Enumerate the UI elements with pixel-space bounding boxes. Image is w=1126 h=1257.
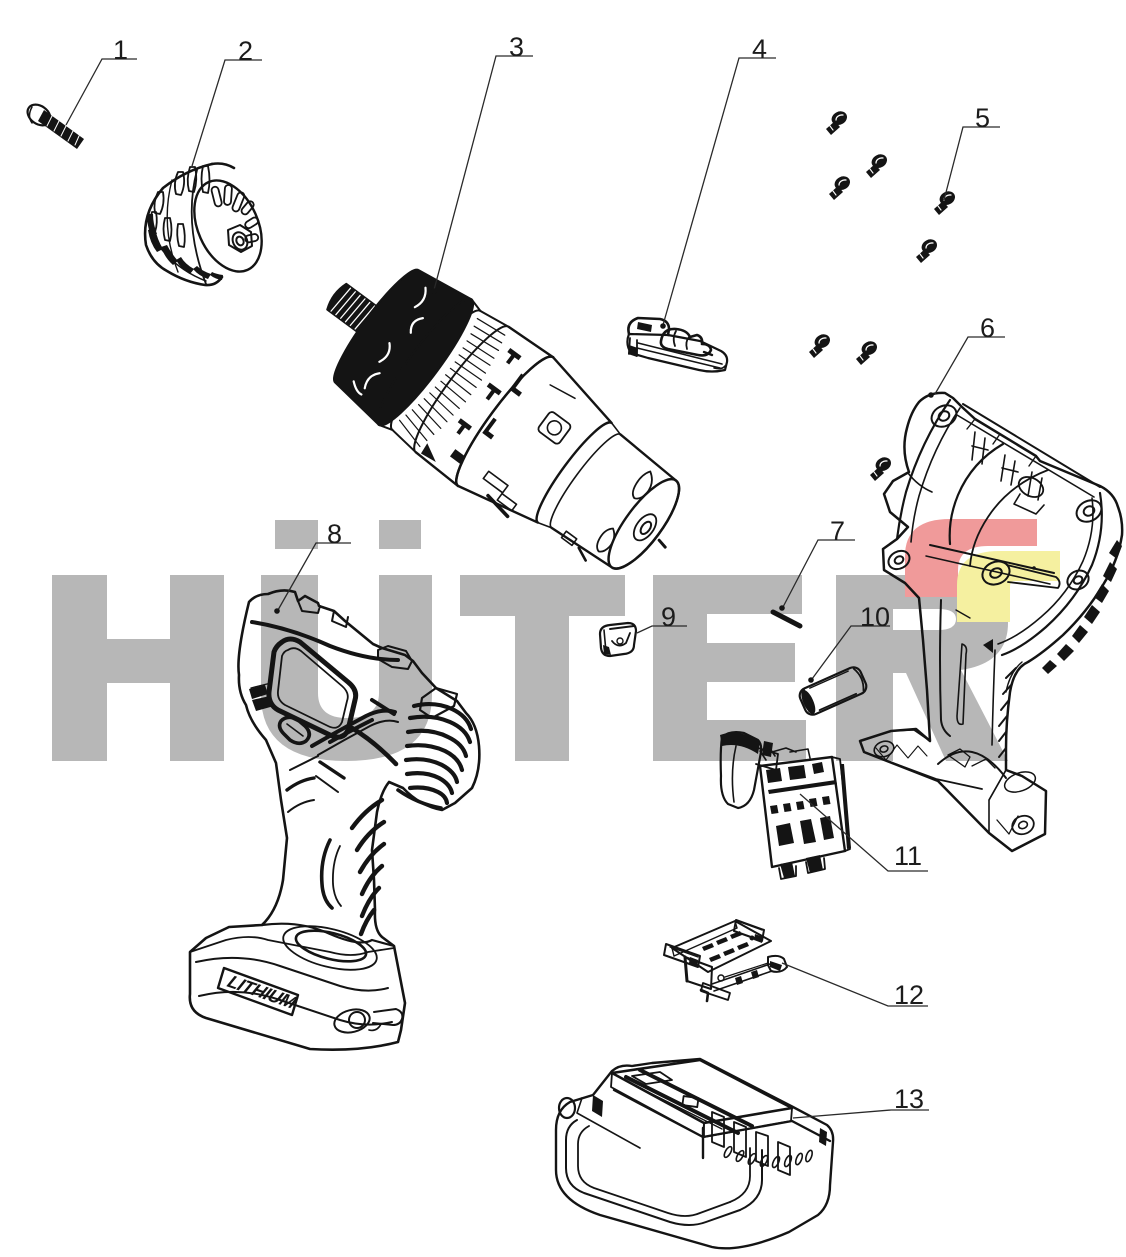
svg-text:7: 7: [830, 516, 845, 546]
svg-text:1: 1: [113, 35, 128, 65]
svg-text:9: 9: [661, 602, 676, 632]
svg-text:13: 13: [894, 1084, 924, 1114]
svg-text:6: 6: [980, 313, 995, 343]
svg-text:2: 2: [238, 36, 253, 66]
svg-text:5: 5: [975, 103, 990, 133]
svg-text:10: 10: [860, 602, 890, 632]
svg-text:12: 12: [894, 980, 924, 1010]
svg-text:3: 3: [509, 32, 524, 62]
svg-text:4: 4: [752, 34, 767, 64]
svg-text:11: 11: [894, 841, 922, 871]
svg-text:8: 8: [327, 519, 342, 549]
